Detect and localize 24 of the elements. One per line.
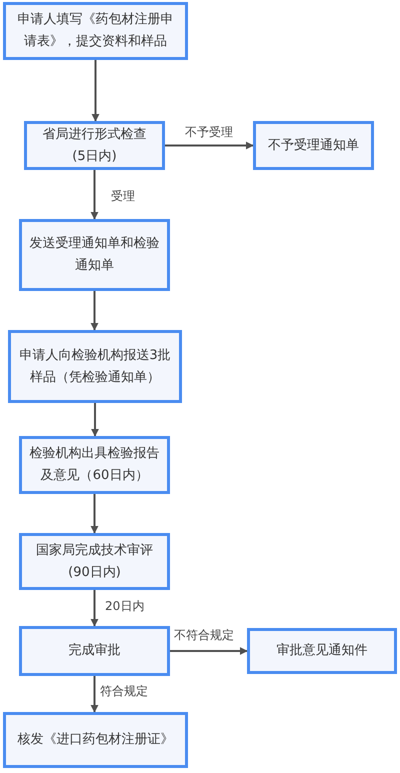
arrow	[165, 142, 254, 150]
process-box: 省局进行形式检查(5日内)	[24, 121, 165, 170]
process-box: 核发《进口药包材注册证》	[3, 712, 188, 768]
process-box: 申请人填写《药包材注册申请表》，提交资料和样品	[3, 2, 188, 60]
process-box: 完成审批	[19, 626, 170, 676]
arrow	[90, 676, 98, 713]
arrow	[90, 170, 98, 220]
edge-label: 符合规定	[99, 683, 149, 699]
process-box: 申请人向检验机构报送3批样品（凭检验通知单）	[8, 330, 182, 403]
edge-label: 不予受理	[184, 124, 234, 140]
edge-label: 不符合规定	[173, 627, 235, 643]
edge-label: 20日内	[104, 598, 146, 614]
arrow	[90, 590, 98, 627]
process-box: 国家局完成技术审评(90日内)	[19, 533, 170, 590]
process-box: 不予受理通知单	[253, 121, 374, 170]
process-box: 审批意见通知件	[247, 628, 397, 674]
arrow	[92, 60, 100, 122]
arrow	[90, 494, 98, 534]
process-box: 检验机构出具检验报告及意见（60日内）	[19, 436, 170, 494]
arrow	[90, 291, 98, 331]
edge-label: 受理	[110, 188, 136, 204]
process-box: 发送受理通知单和检验通知单	[19, 219, 170, 291]
arrow	[170, 647, 248, 655]
arrow	[91, 403, 99, 437]
